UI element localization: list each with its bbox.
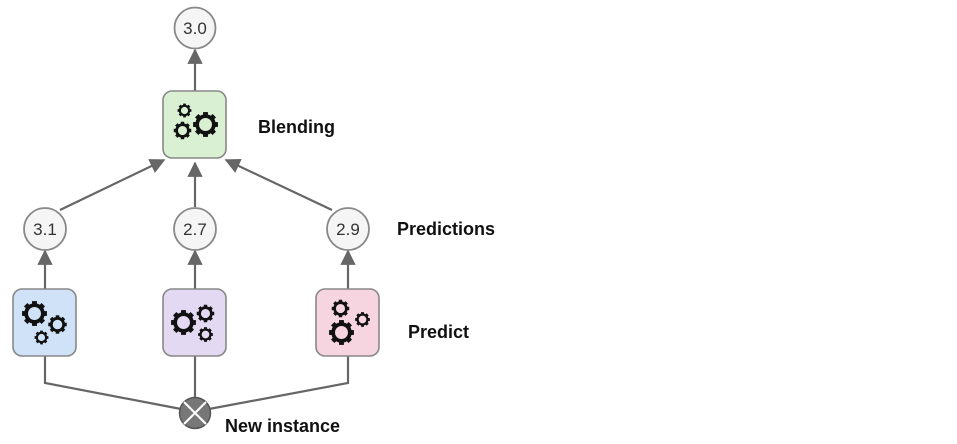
predictor-box-1: [12, 288, 77, 357]
prediction-node-3: 2.9: [326, 207, 370, 251]
blending-label: Blending: [258, 117, 335, 137]
output-node: 3.0: [173, 6, 217, 50]
edge-input-to-predictor-3: [208, 356, 350, 411]
predictor-node-1: [12, 288, 77, 357]
arrow-value-1-to-blender: [59, 159, 166, 211]
prediction-node-2: 2.7: [173, 207, 217, 251]
blender-node: [162, 90, 227, 159]
prediction-node-1: 3.1: [23, 207, 67, 251]
prediction-value-1: 3.1: [33, 220, 57, 239]
output-value: 3.0: [183, 19, 207, 38]
predictions-label: Predictions: [397, 219, 495, 239]
predictor-node-3: [315, 288, 380, 357]
new-instance-label: New instance: [225, 416, 340, 436]
edges: [37, 48, 356, 411]
edge-input-to-predictor-1: [43, 356, 182, 411]
arrow-value-3-to-blender: [224, 158, 333, 211]
prediction-value-3: 2.9: [336, 220, 360, 239]
predictor-box-3: [315, 288, 380, 357]
cross-circle-icon: [178, 396, 212, 430]
prediction-value-2: 2.7: [183, 220, 207, 239]
predictor-node-2: [162, 288, 227, 357]
predict-label: Predict: [408, 322, 469, 342]
